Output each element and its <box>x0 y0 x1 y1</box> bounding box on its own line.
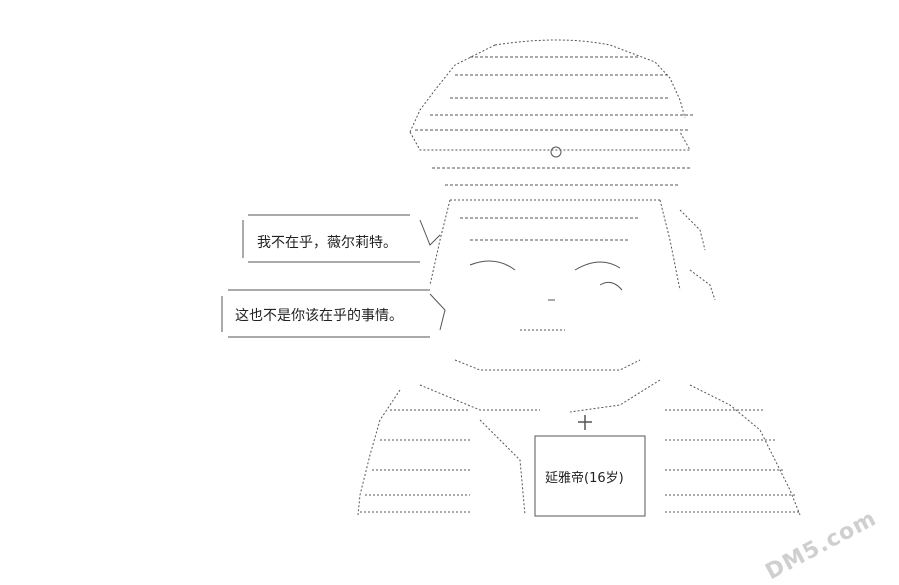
speech-line-2: 这也不是你该在乎的事情。 <box>235 308 403 324</box>
character-ascii-art <box>221 39 801 517</box>
speech-bubble-2 <box>221 289 446 338</box>
character-name-label: 延雅帝(16岁) <box>545 471 624 486</box>
ascii-art-canvas: 我不在乎，薇尔莉特。 这也不是你该在乎的事情。 延雅帝(16岁) DM5.com <box>221 39 881 585</box>
name-label-box <box>534 435 646 517</box>
speech-bubble-1 <box>242 214 441 263</box>
speech-line-1: 我不在乎，薇尔莉特。 <box>257 235 397 251</box>
